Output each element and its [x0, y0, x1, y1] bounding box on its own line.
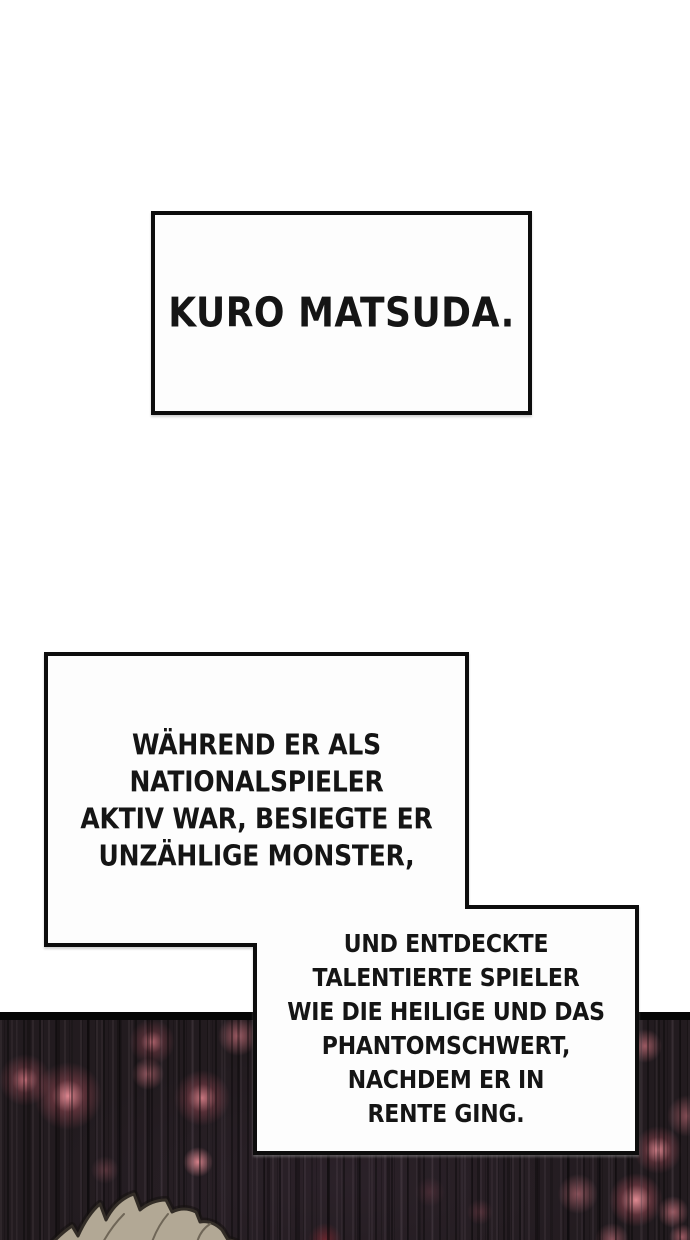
caption-3-line: RENTE GING. — [367, 1100, 525, 1129]
caption-3-line: UND ENTDECKTE — [343, 930, 549, 959]
caption-panel-2-3-border — [44, 652, 639, 1155]
caption-2-line: AKTIV WAR, BESIEGTE ER — [80, 801, 433, 835]
caption-3-line: WIE DIE HEILIGE UND DAS — [287, 998, 605, 1027]
caption-3-line: PHANTOMSCHWERT, — [321, 1032, 571, 1061]
caption-3-line: NACHDEM ER IN — [347, 1066, 545, 1095]
caption-box-2: WÄHREND ER ALS NATIONALSPIELER AKTIV WAR… — [46, 654, 467, 945]
caption-2-line: NATIONALSPIELER — [129, 764, 384, 798]
caption-1-line: KURO MATSUDA. — [168, 289, 515, 337]
caption-box-1: KURO MATSUDA. — [153, 213, 530, 413]
caption-panel-1-border — [151, 211, 532, 415]
caption-3-line: TALENTIERTE SPIELER — [312, 964, 580, 993]
character-hair-art — [49, 1190, 240, 1240]
caption-2-line: WÄHREND ER ALS — [132, 727, 381, 761]
caption-2-line: UNZÄHLIGE MONSTER, — [98, 838, 415, 872]
caption-box-3: UND ENTDECKTE TALENTIERTE SPIELER WIE DI… — [255, 907, 637, 1153]
